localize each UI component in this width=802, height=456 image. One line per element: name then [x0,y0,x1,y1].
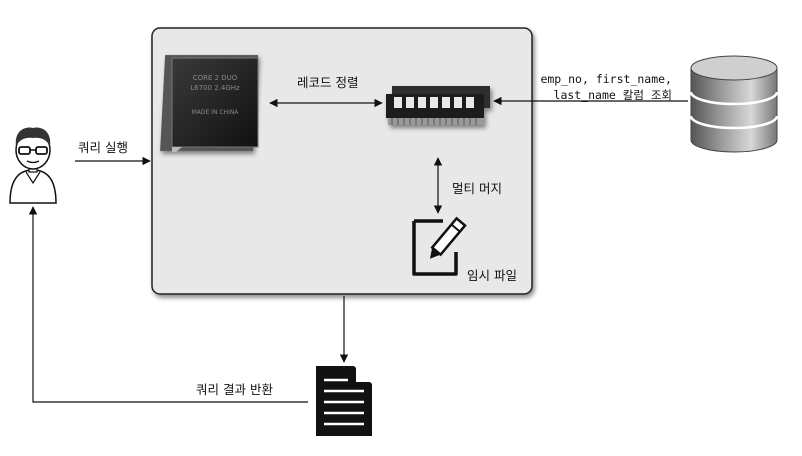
record-sort-label: 레코드 정렬 [297,75,359,90]
column-query-label-2: last_name 칼럼 조회 [553,88,672,102]
user-icon [9,127,57,204]
cpu-icon: CORE 2 DUO L6700 2.4GHz MADE IN CHINA [160,55,259,152]
column-query-label-1: emp_no, first_name, [540,72,672,86]
result-return-arrow [28,206,308,403]
cpu-line-2: L6700 2.4GHz [190,84,240,92]
multi-merge-label: 멀티 머지 [452,181,502,196]
cpu-line-1: CORE 2 DUO [193,74,238,82]
query-result-label: 쿼리 결과 반환 [196,382,273,397]
temp-file-label: 임시 파일 [467,268,517,283]
query-exec-label: 쿼리 실행 [78,140,128,155]
cpu-line-4: MADE IN CHINA [192,109,240,116]
temp-file-icon [412,216,467,276]
result-document-icon [316,366,372,436]
database-icon [689,55,779,153]
ram-icon [386,86,490,125]
